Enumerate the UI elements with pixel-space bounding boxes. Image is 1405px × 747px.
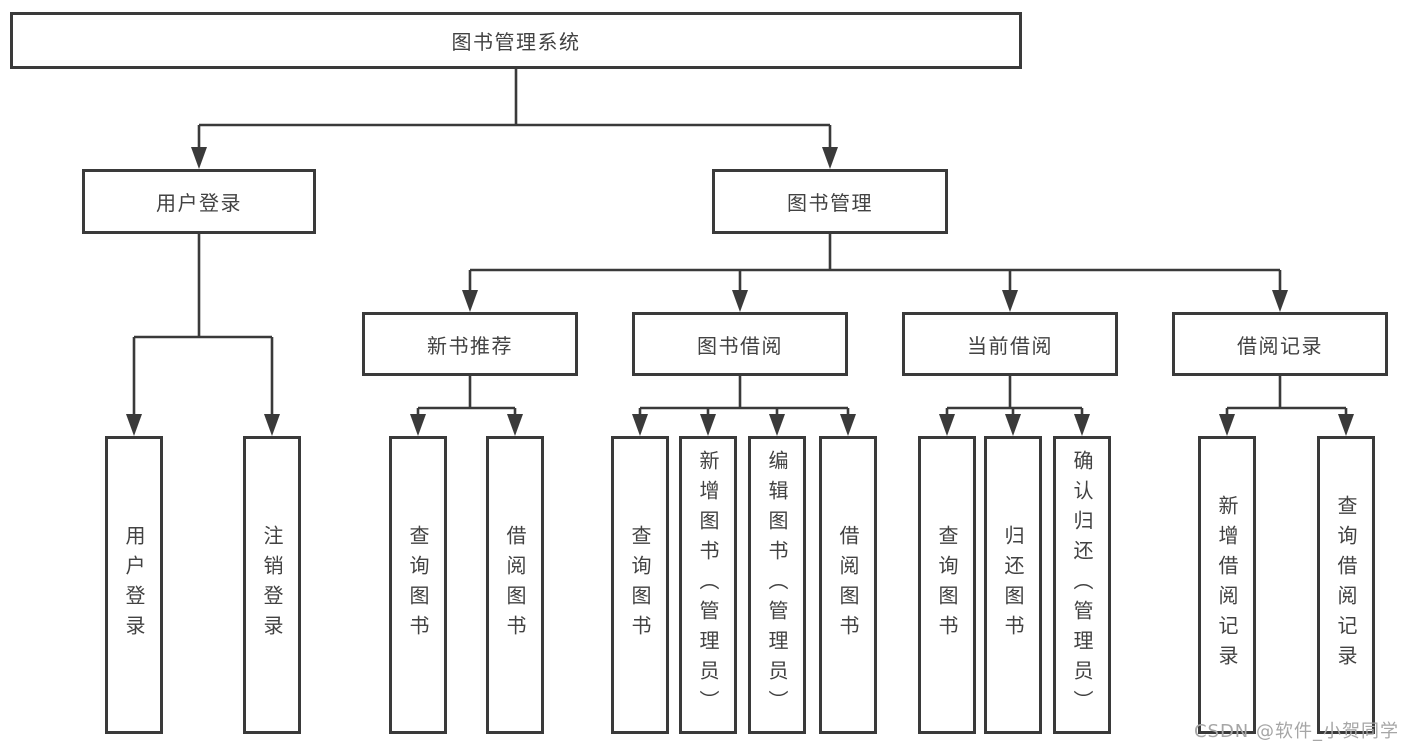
leaf-add-books-admin: 新增图书（管理员） [679, 436, 737, 734]
node-borrow-records: 借阅记录 [1172, 312, 1388, 376]
leaf-query-books-recommend: 查询图书 [389, 436, 447, 734]
leaf-query-books-borrow: 查询图书 [611, 436, 669, 734]
node-book-management: 图书管理 [712, 169, 948, 234]
node-label: 借阅图书 [503, 525, 527, 645]
node-label: 归还图书 [1001, 525, 1025, 645]
node-label: 图书管理系统 [451, 30, 581, 54]
connector-book-borrow [638, 376, 850, 415]
csdn-watermark: CSDN @软件_小贺同学 [1193, 721, 1399, 742]
node-book-borrow: 图书借阅 [632, 312, 848, 376]
node-label: 当前借阅 [967, 333, 1053, 358]
connector-new-book-recommend [416, 376, 517, 415]
node-new-book-recommend: 新书推荐 [362, 312, 578, 376]
node-library-management-system: 图书管理系统 [10, 12, 1022, 69]
node-label: 用户登录 [122, 525, 146, 645]
node-label: 新书推荐 [427, 333, 513, 358]
node-label: 新增图书（管理员） [696, 450, 720, 720]
node-label: 编辑图书（管理员） [765, 450, 789, 720]
leaf-edit-books-admin: 编辑图书（管理员） [748, 436, 806, 734]
connector-root [197, 69, 832, 148]
connector-borrow-records [1225, 376, 1348, 415]
node-current-borrow: 当前借阅 [902, 312, 1118, 376]
leaf-user-login: 用户登录 [105, 436, 163, 734]
leaf-query-books-current: 查询图书 [918, 436, 976, 734]
leaf-borrow-books: 借阅图书 [819, 436, 877, 734]
node-label: 借阅图书 [836, 525, 860, 645]
node-label: 确认归还（管理员） [1070, 450, 1094, 720]
node-label: 查询图书 [935, 525, 959, 645]
arrowheads [126, 147, 1354, 436]
leaf-borrow-books-recommend: 借阅图书 [486, 436, 544, 734]
leaf-query-borrow-record: 查询借阅记录 [1317, 436, 1375, 734]
connector-user-login [132, 234, 274, 415]
node-label: 图书借阅 [697, 333, 783, 358]
node-label: 注销登录 [260, 525, 284, 645]
leaf-confirm-return-admin: 确认归还（管理员） [1053, 436, 1111, 734]
node-label: 查询借阅记录 [1334, 495, 1358, 675]
leaf-return-books: 归还图书 [984, 436, 1042, 734]
node-label: 查询图书 [628, 525, 652, 645]
leaf-add-borrow-record: 新增借阅记录 [1198, 436, 1256, 734]
node-label: 查询图书 [406, 525, 430, 645]
node-label: 新增借阅记录 [1215, 495, 1239, 675]
connector-book-management [468, 234, 1282, 291]
node-user-login: 用户登录 [82, 169, 316, 234]
leaf-logout: 注销登录 [243, 436, 301, 734]
node-label: 用户登录 [156, 191, 242, 215]
node-label: 图书管理 [787, 191, 873, 215]
node-label: 借阅记录 [1237, 333, 1323, 358]
connector-current-borrow [945, 376, 1084, 415]
